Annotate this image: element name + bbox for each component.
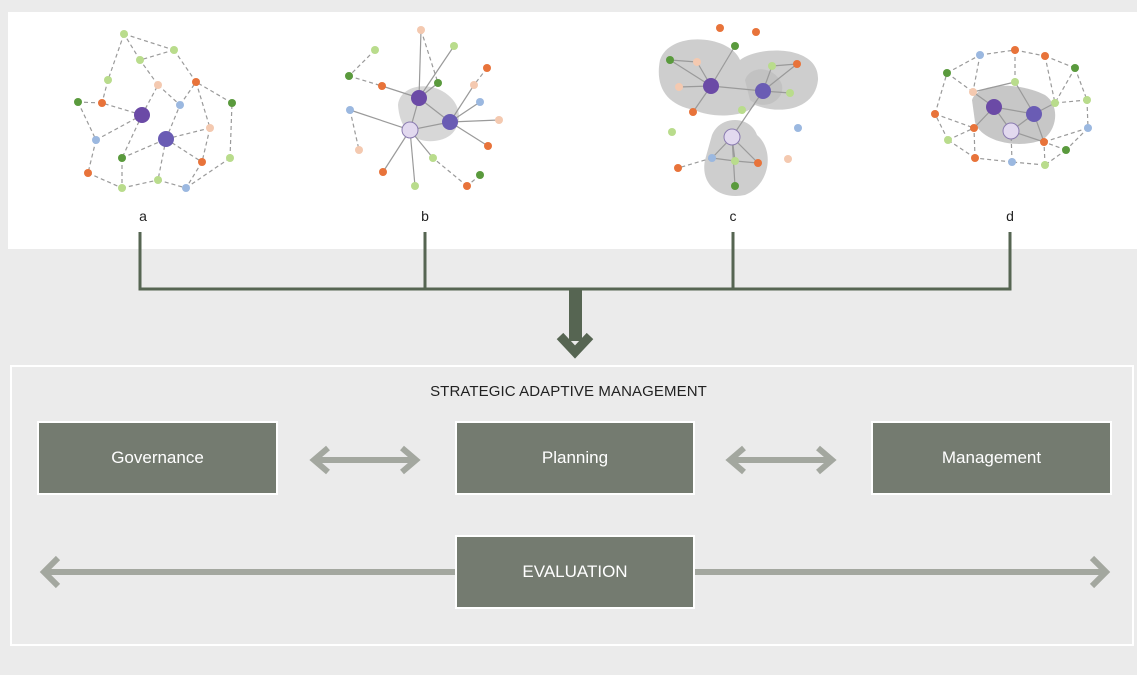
network-d-node — [1071, 64, 1079, 72]
network-d-node — [943, 69, 951, 77]
evaluation-box: EVALUATION — [455, 535, 695, 609]
network-a-node — [226, 154, 234, 162]
network-a-node — [198, 158, 206, 166]
network-a-node — [182, 184, 190, 192]
network-c-node — [731, 182, 739, 190]
network-c-node — [703, 78, 719, 94]
network-label-a: a — [139, 208, 147, 224]
network-b-node — [476, 98, 484, 106]
network-b-node — [371, 46, 379, 54]
network-b-node — [345, 72, 353, 80]
network-b-node — [417, 26, 425, 34]
network-c-node — [786, 89, 794, 97]
network-a-node — [154, 81, 162, 89]
network-d-node — [969, 88, 977, 96]
network-c-node — [716, 24, 724, 32]
network-a-node — [176, 101, 184, 109]
network-b-node — [470, 81, 478, 89]
network-c-node — [723, 128, 741, 146]
network-c-node — [754, 159, 762, 167]
network-b-node — [495, 116, 503, 124]
network-c-node — [738, 106, 746, 114]
network-b-node — [378, 82, 386, 90]
network-d-node — [1041, 52, 1049, 60]
network-d-node — [971, 154, 979, 162]
network-a-node — [118, 184, 126, 192]
network-a-node — [74, 98, 82, 106]
network-b-node — [411, 90, 427, 106]
network-d-node — [1084, 124, 1092, 132]
network-b-node — [411, 182, 419, 190]
network-b-node — [355, 146, 363, 154]
network-c-node — [755, 83, 771, 99]
network-c-node — [784, 155, 792, 163]
network-a-node — [120, 30, 128, 38]
network-a-node — [154, 176, 162, 184]
network-b-node — [442, 114, 458, 130]
network-d-node — [944, 136, 952, 144]
network-a-node — [206, 124, 214, 132]
governance-box: Governance — [37, 421, 278, 495]
network-a-node — [192, 78, 200, 86]
network-b-node — [484, 142, 492, 150]
network-label-d: d — [1006, 208, 1014, 224]
network-a-node — [158, 131, 174, 147]
network-b-node — [463, 182, 471, 190]
network-label-b: b — [421, 208, 429, 224]
network-d-node — [1011, 46, 1019, 54]
network-d-node — [1051, 99, 1059, 107]
network-c-node — [731, 157, 739, 165]
network-d-node — [1002, 122, 1020, 140]
network-c-node — [731, 42, 739, 50]
network-d-node — [1008, 158, 1016, 166]
network-c-node — [693, 58, 701, 66]
network-panel — [8, 12, 1137, 249]
network-c-node — [674, 164, 682, 172]
planning-box: Planning — [455, 421, 695, 495]
network-c-node — [666, 56, 674, 64]
network-b-node — [429, 154, 437, 162]
network-d-node — [1011, 78, 1019, 86]
network-d-node — [1083, 96, 1091, 104]
network-c-node — [768, 62, 776, 70]
network-d-node — [970, 124, 978, 132]
network-a-node — [104, 76, 112, 84]
network-label-c: c — [729, 208, 737, 224]
network-d-node — [1062, 146, 1070, 154]
network-b-node — [476, 171, 484, 179]
network-a-node — [98, 99, 106, 107]
network-b-node — [434, 79, 442, 87]
network-c-node — [793, 60, 801, 68]
network-c-node — [675, 83, 683, 91]
management-box: Management — [871, 421, 1112, 495]
network-c-node — [794, 124, 802, 132]
network-a-node — [118, 154, 126, 162]
network-a-node — [84, 169, 92, 177]
network-a-node — [228, 99, 236, 107]
network-c-node — [752, 28, 760, 36]
network-b-node — [401, 121, 419, 139]
network-d-node — [1041, 161, 1049, 169]
network-d-node — [931, 110, 939, 118]
network-a-node — [134, 107, 150, 123]
network-c-node — [668, 128, 676, 136]
framework-title: STRATEGIC ADAPTIVE MANAGEMENT — [430, 383, 707, 400]
network-d-node — [1026, 106, 1042, 122]
network-a-node — [136, 56, 144, 64]
network-c-node — [708, 154, 716, 162]
network-a-node — [92, 136, 100, 144]
network-d-node — [1040, 138, 1048, 146]
network-b-node — [483, 64, 491, 72]
network-d-node — [976, 51, 984, 59]
network-b-node — [379, 168, 387, 176]
network-a-node — [170, 46, 178, 54]
network-b-node — [346, 106, 354, 114]
network-c-node — [689, 108, 697, 116]
network-b-node — [450, 42, 458, 50]
network-d-node — [986, 99, 1002, 115]
